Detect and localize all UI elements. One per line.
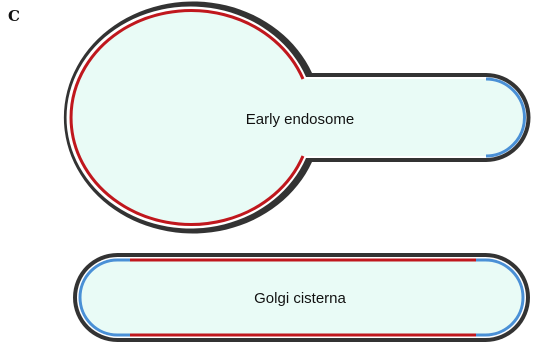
golgi-label: Golgi cisterna — [254, 290, 346, 307]
early-endosome: Early endosome — [64, 2, 531, 234]
endosome-label: Early endosome — [246, 111, 354, 128]
panel-letter: C — [8, 7, 20, 25]
golgi-cisterna: Golgi cisterna — [73, 253, 530, 342]
